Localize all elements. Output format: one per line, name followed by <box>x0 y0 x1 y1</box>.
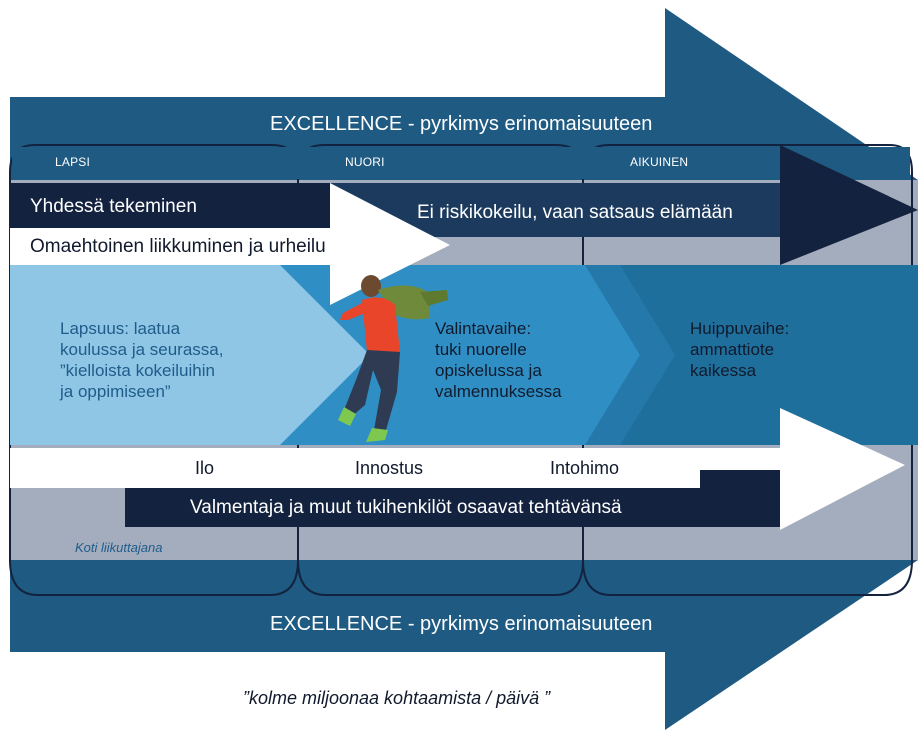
peak-phase-text: Huippuvaihe: ammattiote kaikessa <box>690 318 850 381</box>
childhood-line-2: koulussa ja seurassa, <box>60 340 224 359</box>
coaches-label: Valmentaja ja muut tukihenkilöt osaavat … <box>190 497 622 518</box>
selection-chevron-edge <box>585 265 675 445</box>
selection-line-1: Valintavaihe: <box>435 319 532 338</box>
selection-line-2: tuki nuorelle <box>435 340 527 359</box>
peak-line-1: Huippuvaihe: <box>690 319 790 338</box>
childhood-line-1: Lapsuus: laatua <box>60 319 181 338</box>
childhood-phase-text: Lapsuus: laatua koulussa ja seurassa, ”k… <box>60 318 300 402</box>
home-area <box>12 527 297 560</box>
stage-header-strip <box>12 147 910 179</box>
self-directed-label: Omaehtoinen liikkuminen ja urheilu <box>30 236 326 257</box>
excellence-bottom-label: EXCELLENCE - pyrkimys erinomaisuuteen <box>270 613 653 635</box>
home-label: Koti liikuttajana <box>75 540 163 555</box>
stage-label-lapsi: LAPSI <box>55 155 91 169</box>
selection-phase-text: Valintavaihe: tuki nuorelle opiskelussa … <box>435 318 615 402</box>
emotions-arrow <box>10 408 905 530</box>
no-risk-label: Ei riskikokeilu, vaan satsaus elämään <box>417 202 733 223</box>
emotion-ilo: Ilo <box>195 458 215 478</box>
quote-label: ”kolme miljoonaa kohtaamista / päivä ” <box>243 688 551 708</box>
selection-line-3: opiskelussa ja <box>435 361 542 380</box>
peak-line-2: ammattiote <box>690 340 775 359</box>
emotion-innostus: Innostus <box>355 458 424 478</box>
emotion-intohimo: Intohimo <box>550 458 620 478</box>
peak-line-3: kaikessa <box>690 361 757 380</box>
self-directed-arrow <box>10 183 450 305</box>
childhood-line-3: ”kielloista kokeiluihin <box>60 361 215 380</box>
coaches-arrow <box>125 470 780 527</box>
stage-label-aikuinen: AIKUINEN <box>630 155 689 169</box>
childhood-line-4: ja oppimiseen” <box>60 382 171 401</box>
stage-label-nuori: NUORI <box>345 155 385 169</box>
selection-line-4: valmennuksessa <box>435 382 562 401</box>
excellence-top-label: EXCELLENCE - pyrkimys erinomaisuuteen <box>270 113 653 135</box>
together-label: Yhdessä tekeminen <box>30 196 197 217</box>
peak-chevron <box>585 265 918 445</box>
childhood-chevron <box>10 265 370 445</box>
jumping-youth-illustration <box>338 275 448 442</box>
